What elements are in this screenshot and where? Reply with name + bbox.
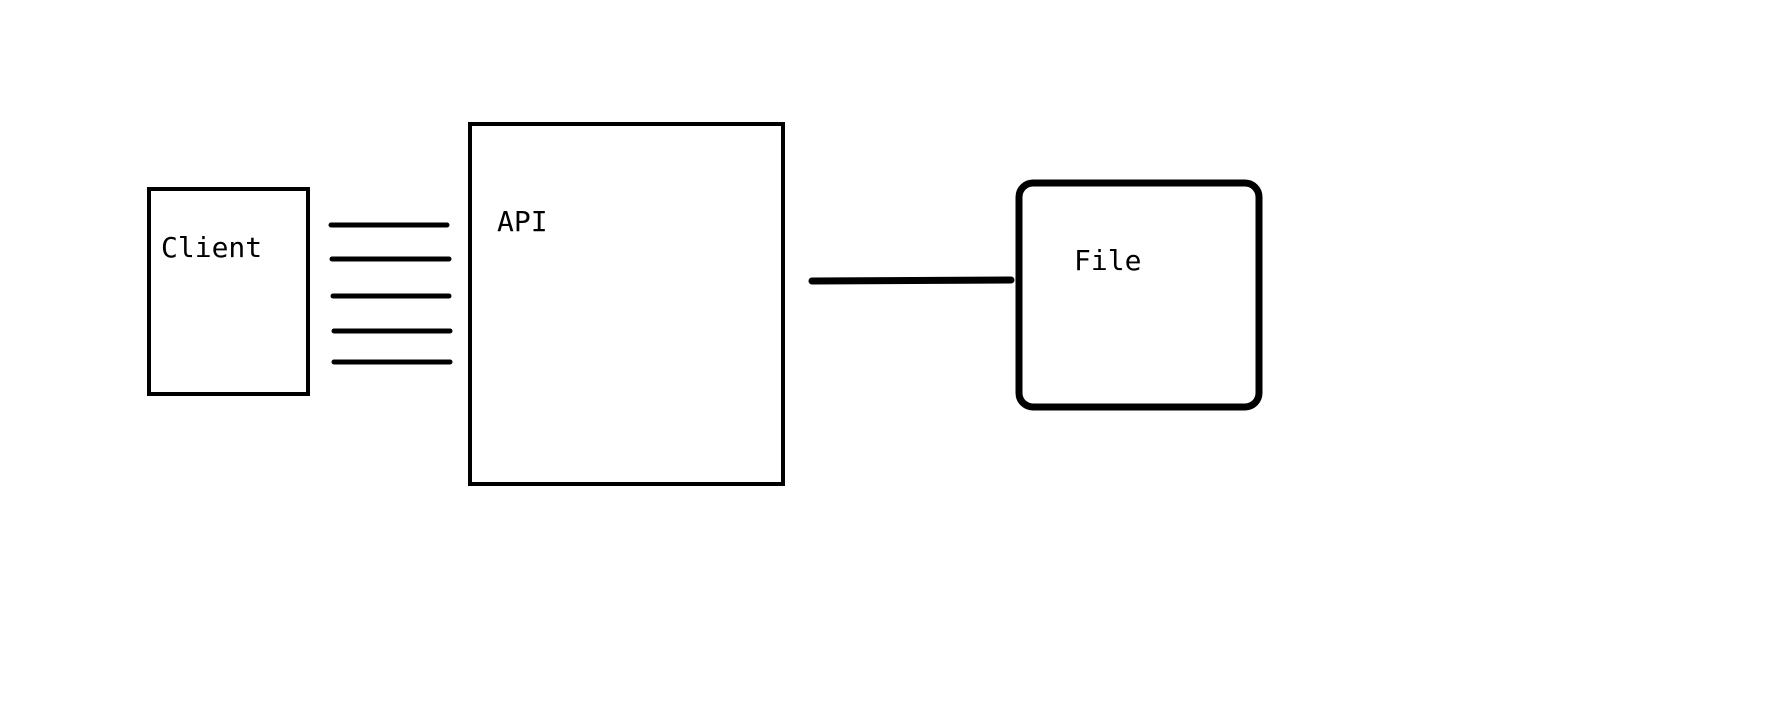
client-box [147, 187, 310, 396]
file-node: File [1015, 179, 1263, 411]
api-node: API [468, 122, 785, 486]
api-box [468, 122, 785, 486]
client-label: Client [161, 231, 262, 264]
api-file-connection [808, 276, 1015, 285]
client-node: Client [147, 187, 310, 396]
client-api-connection [328, 222, 453, 365]
file-label: File [1074, 244, 1141, 277]
file-box [1015, 179, 1263, 411]
api-label: API [497, 205, 548, 238]
